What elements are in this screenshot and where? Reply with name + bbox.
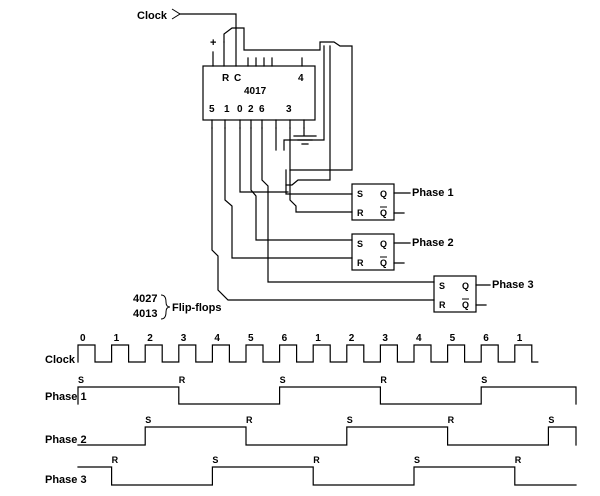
phase-transition-mark: S	[347, 415, 353, 425]
output-3-wire	[289, 127, 353, 213]
counter-pin-6: 6	[259, 104, 265, 115]
counter-pin-r: R	[222, 73, 230, 84]
flipflop-3	[433, 275, 477, 313]
phase-3-waveform	[77, 466, 577, 486]
feedback-wire-c	[283, 45, 325, 151]
ff1-qbar-label: Q	[380, 208, 387, 218]
ff1-q-label: Q	[380, 189, 387, 199]
timing-clock-label: Clock	[45, 354, 76, 366]
output-0-wire	[239, 127, 289, 193]
phase-transition-mark: R	[515, 455, 522, 465]
clock-tick-label: 1	[315, 333, 321, 344]
phase-transition-mark: S	[78, 375, 84, 385]
clock-tick-label: 3	[382, 333, 388, 344]
clock-tick-label: 2	[349, 333, 355, 344]
counter-part-label: 4017	[244, 86, 267, 97]
output-5-wire	[211, 127, 435, 301]
supply-plus-label: +	[210, 37, 216, 49]
counter-top-pins	[212, 27, 303, 67]
output-1-wire	[224, 127, 353, 259]
counter-pin-1: 1	[224, 104, 230, 115]
phase-1-waveform	[77, 386, 577, 405]
ff3-q-label: Q	[462, 281, 469, 291]
schematic: Clock 4017 R C 4 5 1 0 2 6 3 +	[133, 8, 534, 320]
output-4-wire	[285, 169, 353, 195]
ground-symbol	[293, 127, 317, 145]
phase-1-label: Phase 1	[45, 391, 87, 403]
ff3-outputs	[475, 284, 491, 306]
output-6-wire	[261, 127, 435, 283]
clock-input-arrow	[171, 8, 181, 20]
part-note-brace	[160, 294, 171, 320]
clock-tick-label: 0	[80, 333, 86, 344]
ff1-output-label: Phase 1	[412, 187, 454, 199]
phase-transition-mark: S	[145, 415, 151, 425]
counter-pin-0: 0	[237, 104, 243, 115]
phase-transition-mark: R	[246, 415, 253, 425]
clock-input-wire	[179, 13, 237, 29]
clock-tick-label: 2	[147, 333, 153, 344]
ff2-r-label: R	[357, 258, 364, 268]
clock-tick-label: 6	[483, 333, 489, 344]
ff3-s-label: S	[439, 281, 445, 291]
phase-transition-mark: R	[313, 455, 320, 465]
counter-pin-3: 3	[286, 104, 292, 115]
part-note-4013: 4013	[133, 308, 157, 320]
ff2-q-label: Q	[380, 239, 387, 249]
output-2-wire	[250, 127, 353, 241]
phase-transition-mark: R	[112, 455, 119, 465]
flipflop-1	[351, 183, 395, 221]
phase-3-label: Phase 3	[45, 474, 87, 486]
ff3-r-label: R	[439, 300, 446, 310]
phase-transition-mark: S	[212, 455, 218, 465]
clock-tick-label: 4	[416, 333, 422, 344]
feedback-wire-a	[223, 27, 353, 171]
clock-input-label: Clock	[137, 10, 168, 22]
counter-pin-5: 5	[209, 104, 215, 115]
ff1-outputs	[393, 192, 411, 214]
counter-pin-c: C	[234, 73, 241, 84]
clock-tick-label: 3	[181, 333, 187, 344]
ff1-r-label: R	[357, 208, 364, 218]
clock-tick-label: 1	[114, 333, 120, 344]
counter-4017-chip	[202, 65, 316, 121]
phase-transition-mark: R	[179, 375, 186, 385]
counter-pin-2: 2	[248, 104, 254, 115]
clock-waveform	[77, 344, 539, 363]
clock-tick-label: 5	[248, 333, 254, 344]
phase-transition-mark: S	[280, 375, 286, 385]
phase-transition-mark: R	[380, 375, 387, 385]
ff1-s-label: S	[357, 189, 363, 199]
ff3-output-label: Phase 3	[492, 279, 534, 291]
flipflop-2	[351, 233, 395, 271]
ff2-outputs	[393, 242, 411, 264]
phase-transition-mark: S	[481, 375, 487, 385]
phase-transition-mark: S	[548, 415, 554, 425]
phase-2-label: Phase 2	[45, 434, 87, 446]
part-note-caption: Flip-flops	[172, 302, 222, 314]
counter-pin-4: 4	[298, 73, 304, 84]
phase-transition-mark: R	[448, 415, 455, 425]
clock-tick-label: 4	[214, 333, 220, 344]
ff2-s-label: S	[357, 239, 363, 249]
clock-tick-labels: 0 1 2 3 4 5 6 1 2 3 4 5 6 1	[80, 333, 523, 344]
clock-tick-label: 6	[282, 333, 288, 344]
counter-bottom-pins	[211, 119, 305, 129]
phase-2-waveform	[77, 426, 577, 446]
ff2-output-label: Phase 2	[412, 237, 454, 249]
part-note-4027: 4027	[133, 293, 157, 305]
ff2-qbar-label: Q	[380, 258, 387, 268]
ff3-qbar-label: Q	[462, 300, 469, 310]
phase-transition-mark: S	[414, 455, 420, 465]
clock-tick-label: 1	[517, 333, 523, 344]
clock-tick-label: 5	[450, 333, 456, 344]
timing-diagram: Clock 0 1 2 3 4 5 6 1 2 3 4 5 6 1 Phase 1 S R S R S Phase…	[45, 333, 577, 486]
